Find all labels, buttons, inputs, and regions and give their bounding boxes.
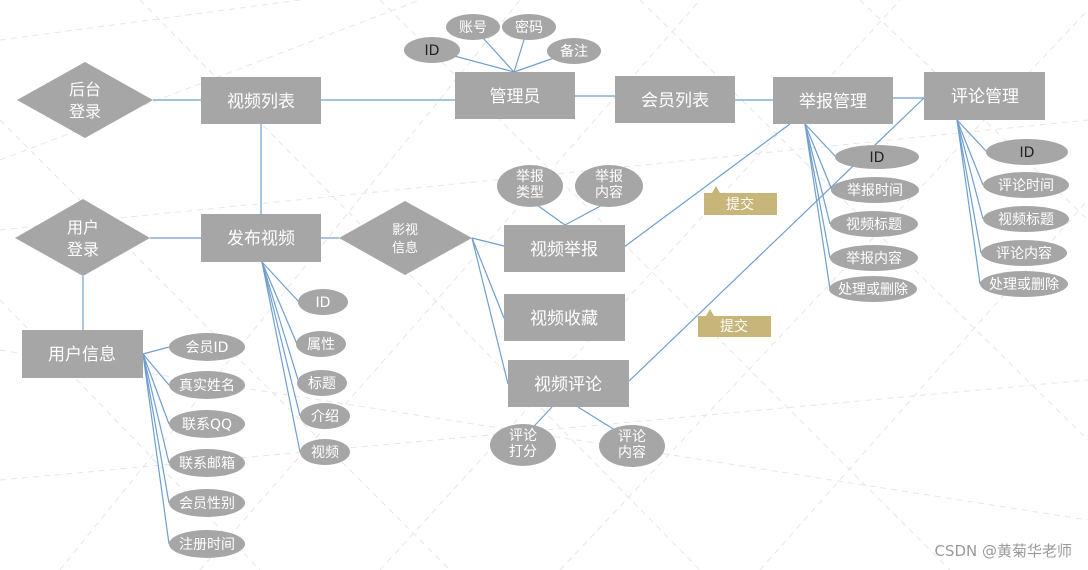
diamond-film-info: 影视 信息 (339, 201, 472, 275)
entity-video-favorite: 视频收藏 (504, 294, 625, 341)
diamond-user-login: 用户 登录 (15, 199, 150, 276)
attr-label-line2: 内容 (618, 444, 646, 461)
attr-admin-id: ID (404, 37, 460, 63)
entity-label: 用户信息 (48, 345, 116, 365)
entity-report-mgmt: 举报管理 (773, 77, 893, 124)
attr-label: 介绍 (311, 409, 339, 425)
attr-comment-content: 评论 内容 (599, 425, 665, 467)
entity-admin: 管理员 (455, 72, 575, 119)
diamond-backend-login: 后台 登录 (17, 62, 153, 138)
attr-label: 属性 (307, 337, 335, 353)
entity-label: 视频举报 (530, 240, 598, 260)
attr-admin-note: 备注 (547, 38, 601, 64)
attr-label-line1: 举报 (516, 169, 544, 185)
attr-label-line2: 打分 (509, 443, 537, 460)
entity-label: 发布视频 (227, 229, 295, 249)
entity-publish-video: 发布视频 (201, 214, 321, 262)
submit-tag-report: 提交 (704, 186, 777, 215)
entity-label: 举报管理 (799, 92, 867, 112)
attr-publish-video: 视频 (300, 439, 350, 465)
attr-user-email: 联系邮箱 (169, 449, 245, 477)
attr-label: 评论时间 (998, 178, 1054, 194)
attr-label: 视频标题 (846, 217, 902, 233)
submit-tag-comment: 提交 (698, 309, 771, 337)
attr-label: 账号 (459, 20, 487, 36)
attr-label-line2: 类型 (516, 185, 544, 201)
attr-comment-score: 评论 打分 (490, 424, 556, 466)
attr-report-mgmt-content: 举报内容 (830, 245, 918, 271)
attr-comment-mgmt-title: 视频标题 (983, 206, 1069, 232)
attr-user-member-id: 会员ID (169, 333, 245, 361)
diamond-label-line1: 影视 (392, 223, 418, 238)
attr-comment-mgmt-id: ID (986, 139, 1068, 165)
attr-label-line1: 评论 (618, 429, 646, 445)
attr-label: ID (316, 295, 331, 311)
entity-label: 视频收藏 (530, 309, 598, 329)
diamond-label-line1: 用户 (67, 218, 99, 237)
attr-publish-id: ID (298, 289, 348, 315)
attr-user-real-name: 真实姓名 (169, 371, 245, 399)
attr-comment-mgmt-content: 评论内容 (981, 240, 1067, 266)
watermark-text: CSDN @黄菊华老师 (934, 542, 1072, 560)
attr-label: 视频标题 (998, 212, 1054, 228)
entity-comment-mgmt: 评论管理 (924, 72, 1045, 120)
attr-report-mgmt-time: 举报时间 (831, 177, 919, 203)
entity-user-info: 用户信息 (22, 330, 143, 378)
attr-user-qq: 联系QQ (169, 410, 245, 438)
entity-member-list: 会员列表 (615, 76, 735, 123)
entity-label: 评论管理 (951, 87, 1019, 107)
attr-report-mgmt-title: 视频标题 (830, 211, 918, 237)
attr-label: 注册时间 (179, 537, 235, 553)
attr-label: ID (870, 150, 885, 166)
attr-report-content: 举报 内容 (575, 165, 643, 207)
attr-label: 视频 (311, 445, 339, 461)
attr-label-line1: 举报 (595, 169, 623, 185)
attr-label: 会员ID (186, 340, 229, 356)
attr-label: 备注 (560, 43, 588, 60)
attr-admin-account: 账号 (446, 14, 500, 40)
attr-comment-mgmt-handle: 处理或删除 (980, 271, 1068, 297)
attr-label: 联系邮箱 (179, 456, 235, 472)
diamond-label-line2: 信息 (392, 240, 418, 256)
tag-label: 提交 (726, 196, 754, 213)
diamond-label-line2: 登录 (67, 240, 99, 259)
attr-admin-password: 密码 (502, 14, 556, 40)
attr-comment-mgmt-time: 评论时间 (983, 172, 1069, 198)
attr-label-line1: 评论 (509, 428, 537, 444)
attr-report-mgmt-handle: 处理或删除 (829, 276, 917, 302)
entity-label: 视频列表 (227, 92, 295, 112)
attr-label: ID (1020, 145, 1035, 161)
attr-report-type: 举报 类型 (497, 165, 563, 207)
attr-label: 会员性别 (179, 496, 235, 512)
attr-publish-intro: 介绍 (300, 403, 350, 429)
attr-label: 举报内容 (846, 250, 902, 267)
diamond-label-line1: 后台 (69, 80, 101, 99)
entity-label: 视频评论 (534, 375, 602, 395)
entity-label: 管理员 (490, 87, 541, 107)
tag-label: 提交 (720, 318, 748, 335)
attr-label: 举报时间 (847, 183, 903, 199)
entity-video-report: 视频举报 (504, 225, 625, 272)
attr-report-mgmt-id: ID (835, 145, 919, 169)
attr-label: 处理或删除 (838, 282, 908, 298)
attr-label: 标题 (308, 376, 336, 392)
attr-publish-property: 属性 (296, 331, 346, 357)
attr-label: 联系QQ (182, 417, 232, 433)
diamond-label-line2: 登录 (69, 102, 101, 121)
attr-label: 评论内容 (996, 245, 1052, 262)
attr-publish-title: 标题 (297, 370, 347, 396)
attr-user-register-time: 注册时间 (169, 530, 245, 558)
entity-video-comment: 视频评论 (508, 360, 629, 407)
attr-user-gender: 会员性别 (169, 489, 245, 517)
attr-label: 真实姓名 (179, 378, 235, 394)
attr-label-line2: 内容 (595, 184, 623, 201)
entity-video-list: 视频列表 (201, 77, 321, 124)
entity-label: 会员列表 (641, 91, 709, 111)
attr-label: 密码 (515, 19, 543, 36)
attr-label: 处理或删除 (989, 277, 1059, 293)
attr-label: ID (425, 43, 440, 59)
